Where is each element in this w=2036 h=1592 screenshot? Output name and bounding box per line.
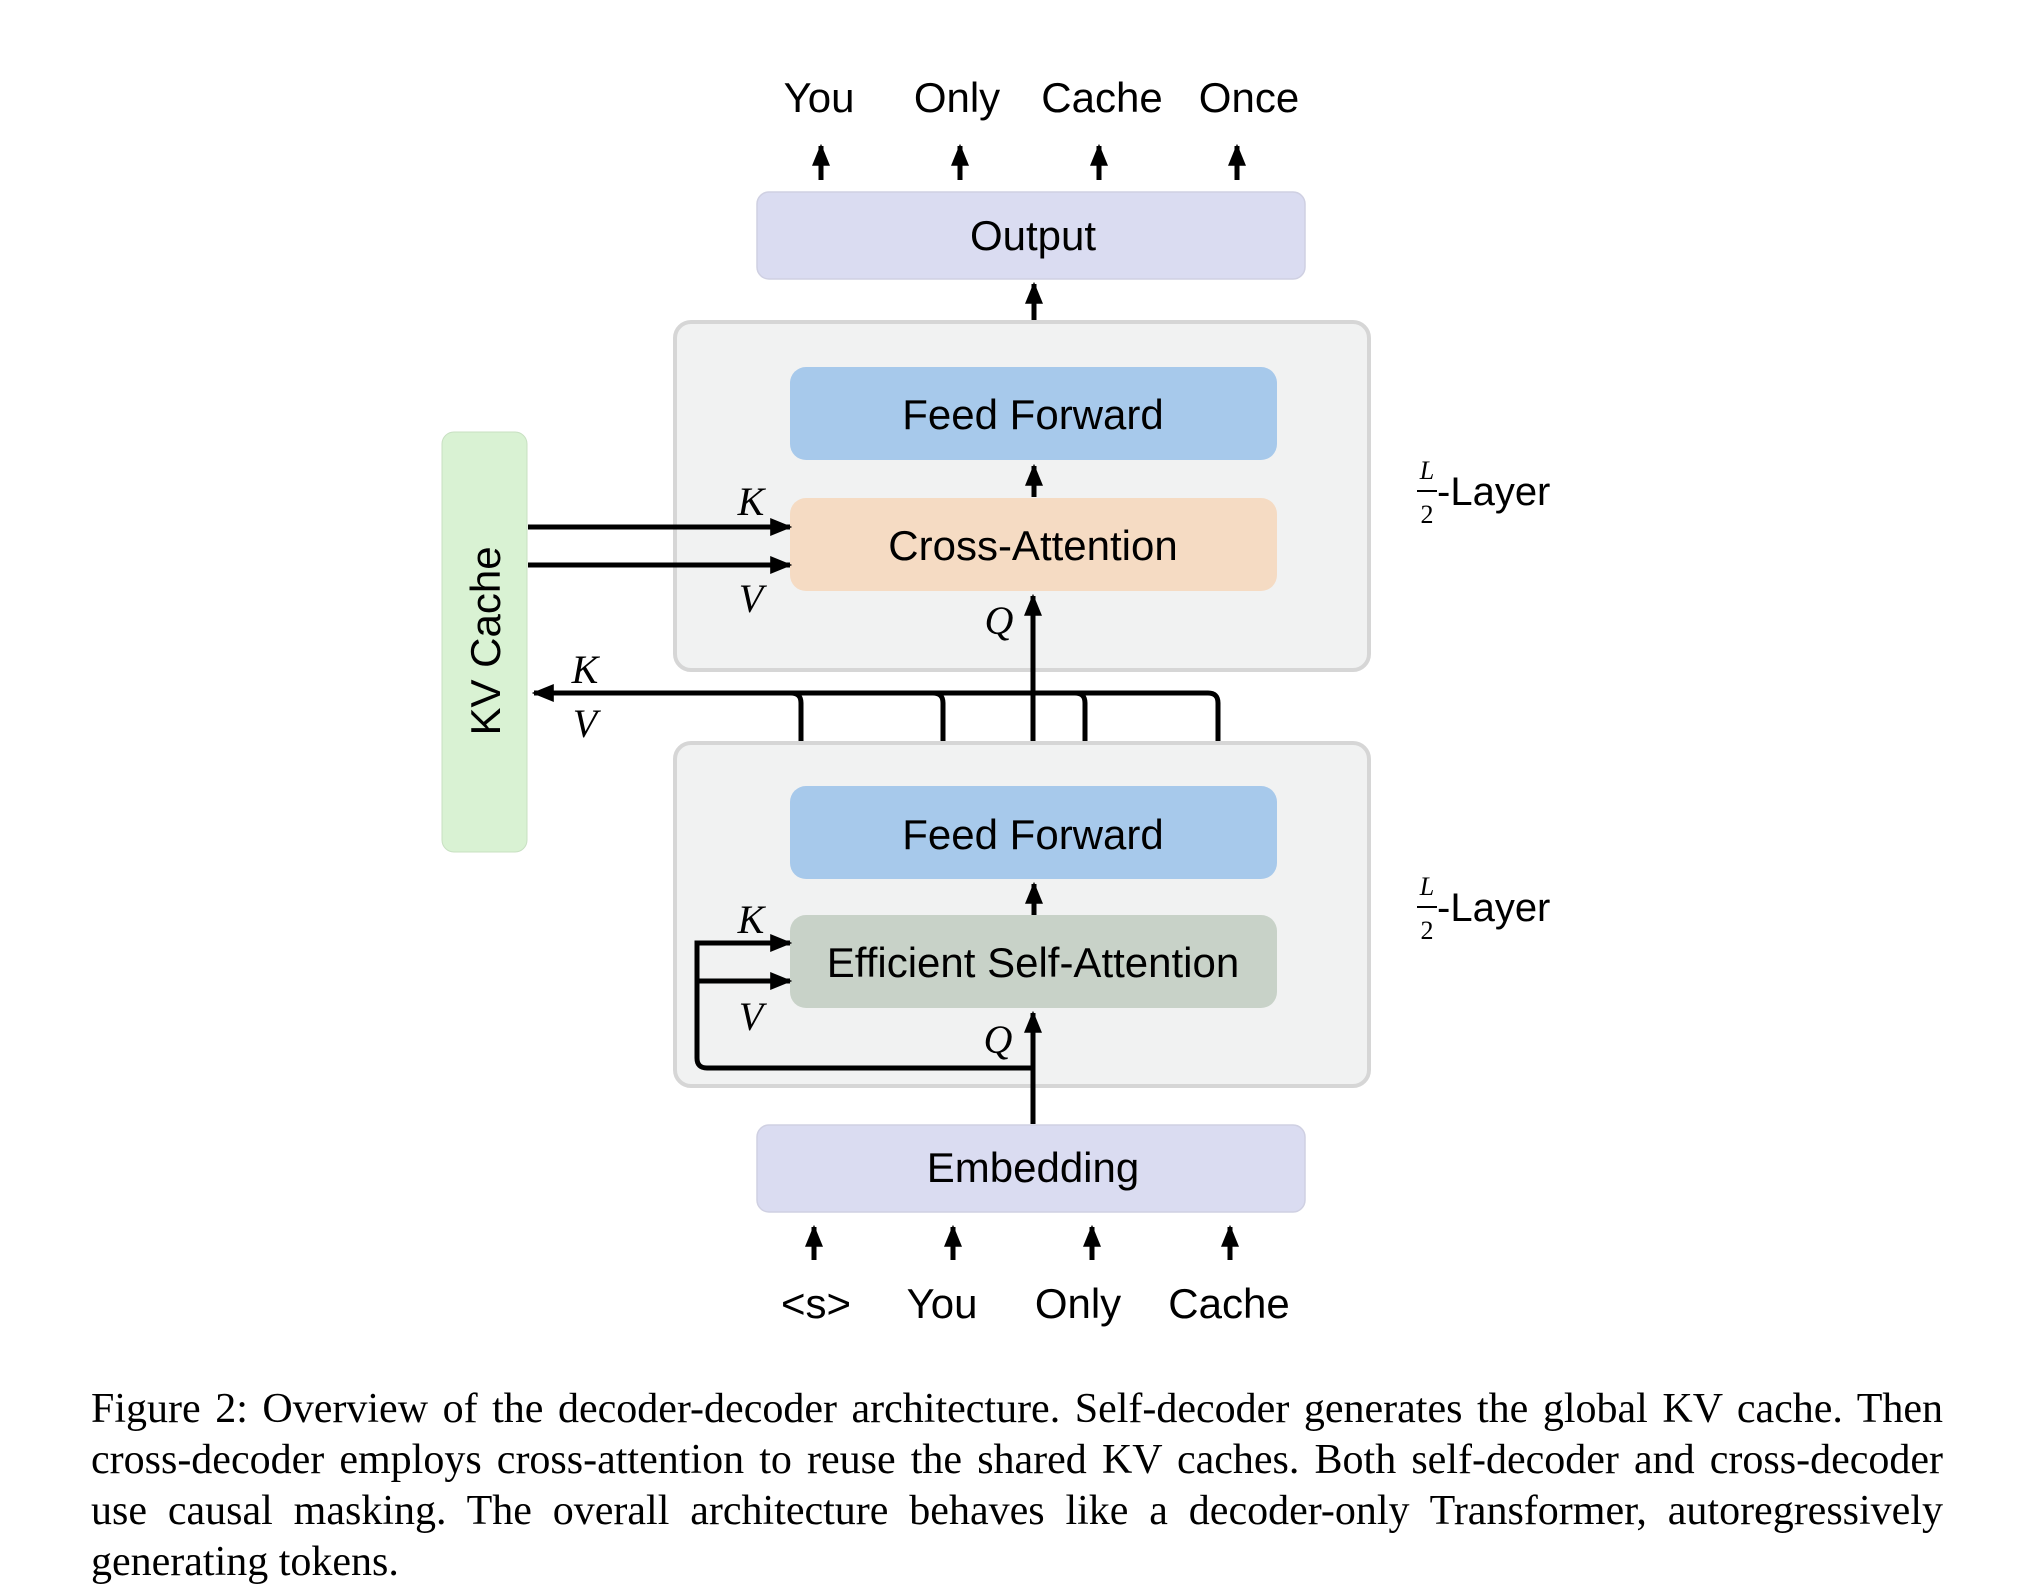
self-attention-box	[790, 915, 1277, 1008]
input-token: <s>	[781, 1280, 851, 1327]
embedding-label: Embedding	[927, 1144, 1139, 1191]
output-token: Cache	[1041, 74, 1162, 121]
output-block-label: Output	[970, 212, 1096, 259]
output-block-box	[756, 191, 1306, 280]
q-symbol: Q	[985, 598, 1014, 643]
k-symbol: K	[571, 647, 601, 692]
layer-suffix: -Layer	[1437, 886, 1550, 930]
layer-fraction-denominator: 2	[1421, 916, 1434, 945]
k-symbol: K	[737, 897, 767, 942]
input-token: You	[907, 1280, 978, 1327]
layer-fraction-numerator: L	[1419, 872, 1434, 901]
layer-fraction-numerator: L	[1419, 456, 1434, 485]
cross-attention-block: Cross-Attention	[790, 498, 1277, 591]
cross-decoder-ffn-label: Feed Forward	[902, 391, 1163, 438]
layer-fraction-denominator: 2	[1421, 500, 1434, 529]
cross-decoder-ffn-box	[790, 367, 1277, 460]
k-symbol: K	[737, 479, 767, 524]
self-decoder-layer-label: L 2 -Layer	[1417, 872, 1550, 945]
kv-broadcast-line	[531, 684, 1221, 742]
output-token: Only	[914, 74, 1000, 121]
input-tokens: <s> You Only Cache	[781, 1280, 1290, 1327]
self-decoder-ffn-box	[790, 786, 1277, 879]
output-token: Once	[1199, 74, 1299, 121]
v-symbol: V	[573, 701, 602, 746]
layer-suffix: -Layer	[1437, 470, 1550, 514]
architecture-diagram: You Only Cache Once Output Feed Forward …	[441, 74, 1550, 1327]
kv-cache-block: KV Cache	[441, 431, 528, 853]
output-arrows	[812, 143, 1246, 180]
self-attention-block: Efficient Self-Attention	[790, 915, 1277, 1008]
input-token: Only	[1035, 1280, 1121, 1327]
embedding-box	[756, 1124, 1306, 1213]
kv-cache-box	[441, 431, 528, 853]
output-block: Output	[756, 191, 1306, 280]
output-tokens: You Only Cache Once	[784, 74, 1300, 121]
kv-cache-label: KV Cache	[462, 546, 509, 735]
v-symbol: V	[739, 994, 768, 1039]
self-attention-label: Efficient Self-Attention	[827, 939, 1239, 986]
cross-attention-label: Cross-Attention	[888, 522, 1177, 569]
output-token: You	[784, 74, 855, 121]
cross-decoder-ffn: Feed Forward	[790, 367, 1277, 460]
v-symbol: V	[739, 576, 768, 621]
input-token: Cache	[1168, 1280, 1289, 1327]
self-decoder-ffn: Feed Forward	[790, 786, 1277, 879]
self-attention-kvq-loop	[694, 934, 1042, 1124]
figure-caption: Figure 2: Overview of the decoder-decode…	[91, 1386, 1943, 1585]
cross-attention-box	[790, 498, 1277, 591]
cross-decoder-layer-label: L 2 -Layer	[1417, 456, 1550, 529]
input-arrows	[805, 1224, 1239, 1260]
embedding-block: Embedding	[756, 1124, 1306, 1213]
self-decoder-ffn-label: Feed Forward	[902, 811, 1163, 858]
q-symbol: Q	[984, 1017, 1013, 1062]
